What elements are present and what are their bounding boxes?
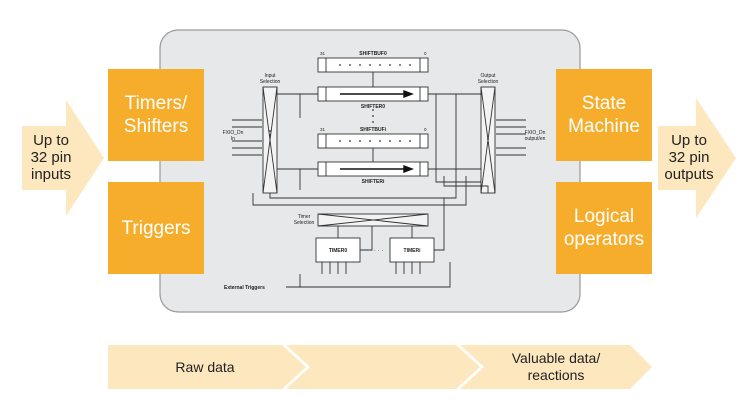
state-machine-label: State Machine: [568, 93, 640, 137]
shifter0-label: SHIFTER0: [361, 104, 385, 110]
shiftbufi-label: SHIFTBUFi: [360, 127, 387, 133]
timer0-label: TIMER0: [329, 248, 348, 254]
bit-0-top: 0: [424, 51, 427, 56]
timeri-label: TIMERi: [404, 248, 422, 254]
raw-data-label: Raw data: [175, 359, 235, 375]
shiftbuf0-register: [317, 57, 429, 73]
logical-operators-box: Logical operators: [556, 182, 652, 274]
shiftbuf0-label: SHIFTBUF0: [359, 51, 387, 57]
timeri-block: [389, 237, 435, 263]
band-segment-1: [108, 345, 306, 389]
shifteri-label: SHIFTERi: [362, 179, 385, 185]
triggers-label: Triggers: [121, 217, 191, 239]
band-segment-2: [286, 345, 480, 389]
output-arrow-shape: [658, 98, 736, 218]
state-machine-box: State Machine: [556, 69, 652, 161]
triggers-box: Triggers: [108, 182, 204, 274]
timers-shifters-label: Timers/ Shifters: [123, 93, 189, 137]
output-arrow-label: Up to 32 pin outputs: [664, 132, 714, 183]
band-segment-3: [460, 345, 652, 389]
logical-operators-label: Logical operators: [563, 206, 645, 250]
bit-31-top: 31: [320, 51, 326, 56]
input-arrow-label: Up to 32 pin inputs: [30, 132, 72, 183]
timer-dots: · · · · ·: [367, 248, 384, 254]
bit-31-bottom: 31: [320, 127, 326, 132]
shiftbufi-register: [317, 133, 429, 149]
timers-shifters-box: Timers/ Shifters: [108, 69, 204, 161]
external-triggers-label: External Triggers: [224, 285, 265, 291]
valuable-data-label: Valuable data/ reactions: [511, 350, 601, 383]
bit-0-bottom: 0: [424, 127, 427, 132]
input-arrow-shape: [22, 100, 104, 216]
